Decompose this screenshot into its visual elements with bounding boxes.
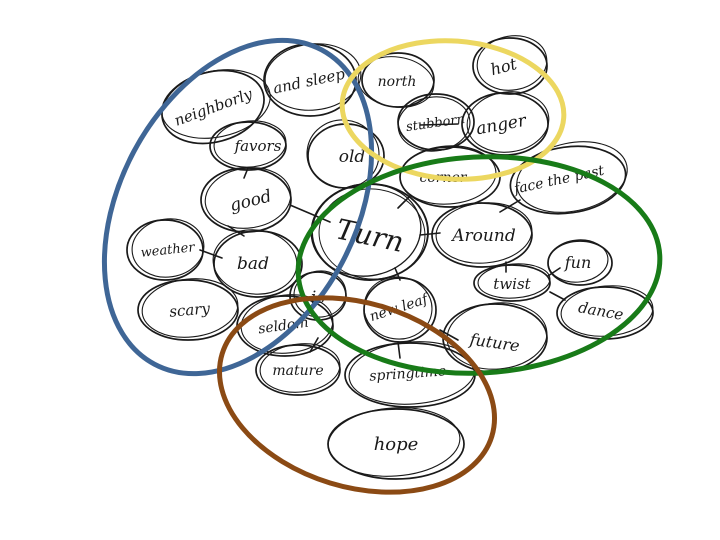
bubble-hope	[327, 407, 465, 480]
word-future: future	[468, 330, 521, 356]
word-old: old	[339, 147, 366, 167]
word-seldom: seldom	[257, 315, 309, 338]
green-group-outline	[295, 154, 663, 376]
bubble-neighborly	[161, 69, 271, 145]
connector-line	[419, 232, 441, 236]
word-bad: bad	[237, 254, 269, 274]
word-favors: favors	[234, 137, 282, 155]
word-mature: mature	[272, 363, 323, 379]
brown-group-outline	[217, 295, 497, 495]
bubble-twist	[473, 263, 551, 302]
word-scary: scary	[169, 299, 212, 321]
connector-line	[547, 267, 561, 277]
connector-line	[289, 204, 331, 223]
bubble-stubborn	[397, 93, 475, 152]
bubble-scary	[137, 278, 239, 341]
word-new-leaf: new leaf	[368, 290, 433, 325]
word-turn: Turn	[333, 212, 407, 258]
blue-group-outline	[101, 37, 375, 377]
group-outlines	[101, 37, 663, 495]
bubble-around	[431, 202, 533, 268]
word-dance: dance	[577, 298, 625, 324]
connector-line	[397, 341, 401, 359]
word-weather: weather	[140, 240, 196, 261]
word-bubbles	[126, 35, 654, 480]
yellow-group-outline	[339, 38, 567, 182]
word-good: good	[228, 186, 274, 216]
word-anger: anger	[475, 111, 529, 140]
word-around: Around	[450, 226, 516, 246]
word-north: north	[378, 74, 417, 90]
word-stubborn: stubborn	[405, 112, 466, 135]
word-twist: twist	[493, 275, 531, 293]
bubble-fun	[547, 239, 613, 286]
word-and-sleep: and sleep	[271, 65, 346, 98]
word-fun: fun	[564, 253, 592, 272]
connector-line	[549, 291, 566, 301]
bubble-weather	[126, 218, 205, 281]
connector-line	[419, 123, 459, 126]
word-hope: hope	[374, 434, 419, 455]
bubble-mature	[255, 343, 341, 396]
bubble-face-the-past	[509, 141, 628, 215]
bubble-favors	[209, 120, 287, 171]
connector-line	[309, 337, 319, 353]
bubble-north	[357, 52, 435, 108]
